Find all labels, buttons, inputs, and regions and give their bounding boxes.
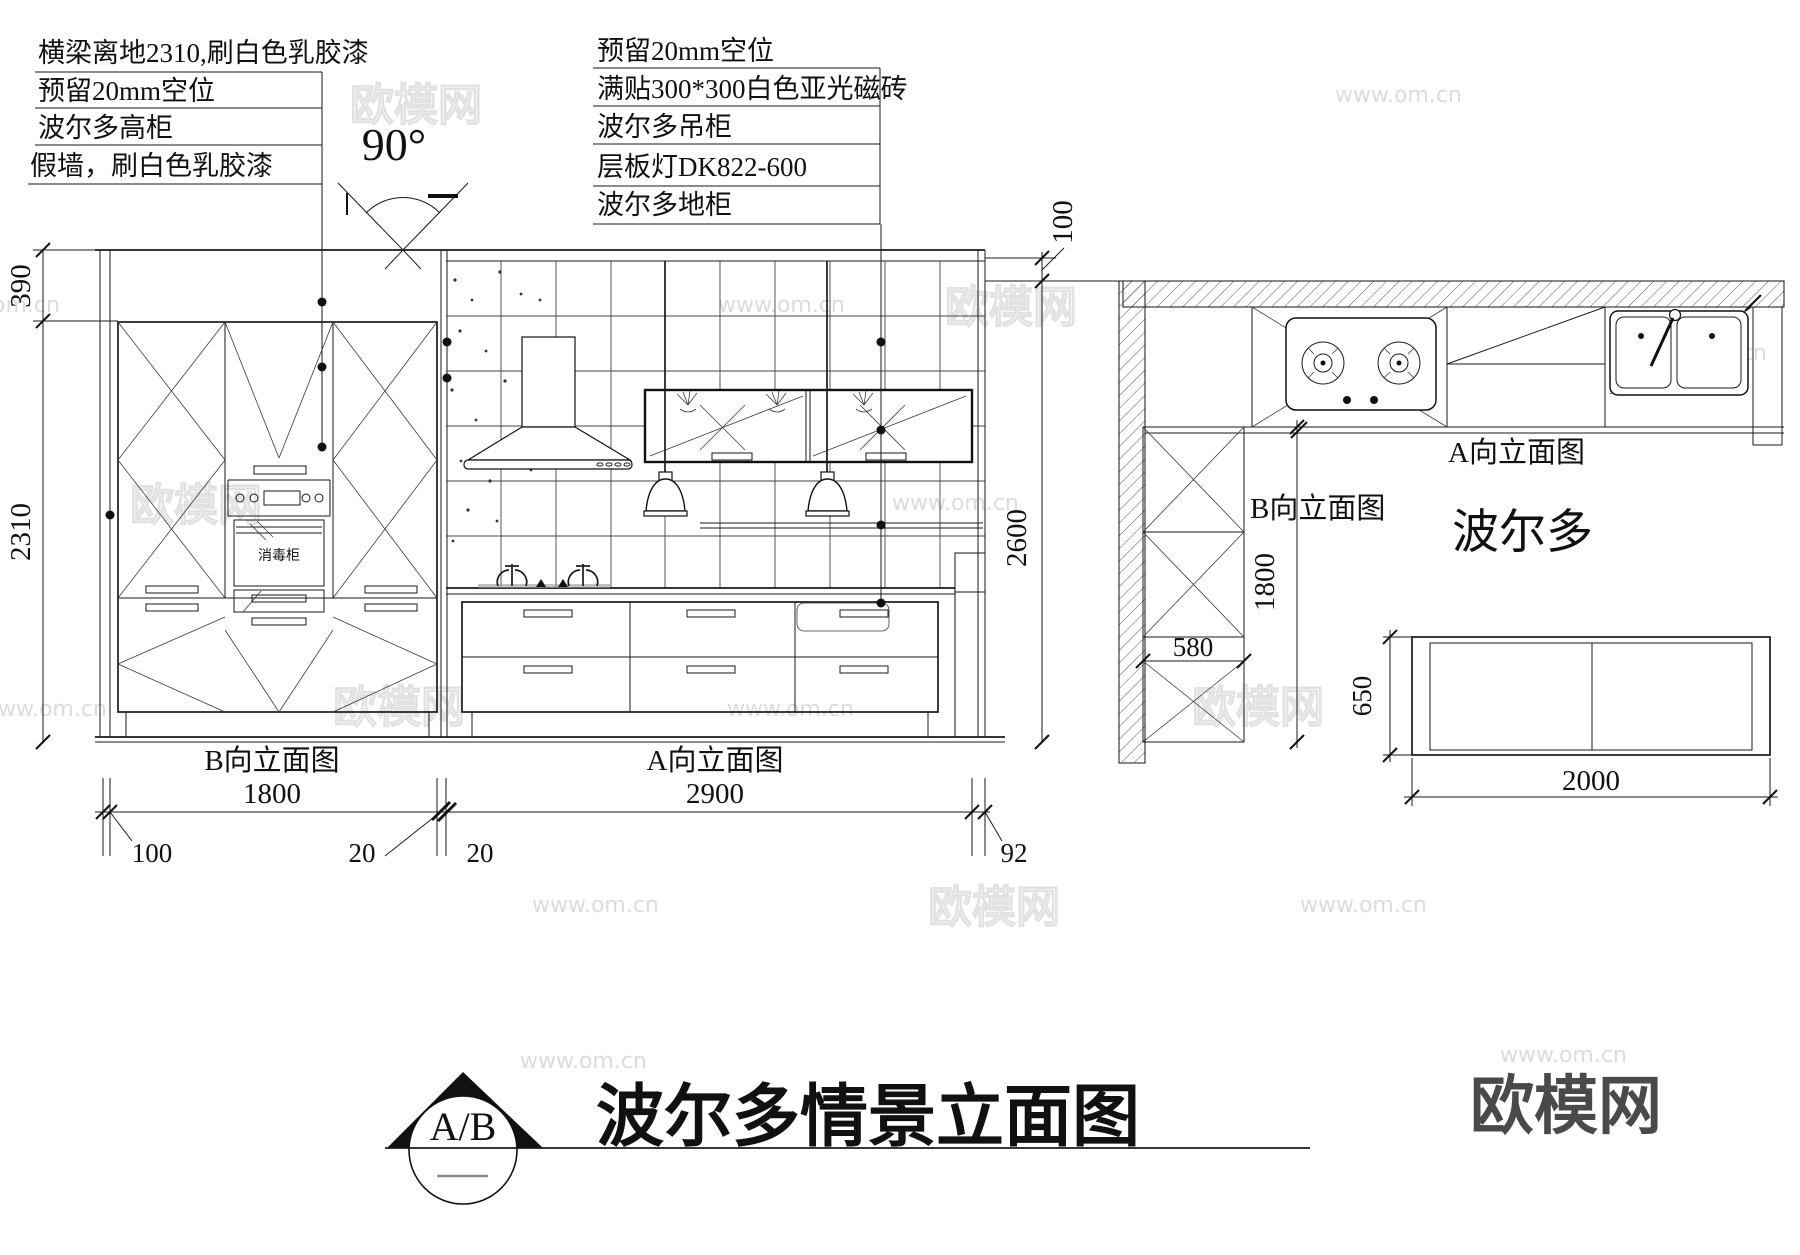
note-wall-cabinet: 波尔多吊柜 (597, 112, 732, 142)
dimension-bottom: B向立面图 A向立面图 1800 2900 100 20 20 92 (95, 744, 1028, 868)
watermark-url: www.om.cn (1335, 83, 1462, 108)
dim-2310: 2310 (5, 503, 37, 561)
watermark-url: www.om.cn (532, 893, 659, 918)
title-symbol-text: A/B (430, 1104, 497, 1149)
dim-2900-a: 2900 (686, 778, 744, 810)
base-cabinets (461, 601, 939, 737)
plan-dim-650: 650 (1347, 629, 1412, 763)
note-tile: 满贴300*300白色亚光磁砖 (597, 74, 908, 104)
range-hood (463, 336, 633, 470)
note-shelf-light: 层板灯DK822-600 (597, 152, 807, 182)
dim-580: 580 (1173, 632, 1214, 662)
built-in-oven (227, 465, 331, 517)
tall-cabinet-left-door-marks (117, 321, 226, 599)
dim-2600: 2600 (1001, 509, 1033, 567)
title-circle-symbol (408, 1095, 518, 1205)
note-fake-wall: 假墙，刷白色乳胶漆 (30, 151, 273, 181)
tall-cabinet-middle-door-marks (224, 321, 334, 459)
plan-series-name: 波尔多 (1452, 507, 1593, 559)
elevation-a-label: A向立面图 (647, 744, 784, 777)
watermark-layer: www.om.cn 欧模网 om.cn www.om.cn 欧模网 欧模网 ww… (0, 79, 1767, 1074)
note-gap: 预留20mm空位 (38, 76, 215, 106)
watermark-url: www.om.cn (1500, 1043, 1627, 1068)
plan-shelf (1446, 306, 1606, 365)
shelf-light-symbols (676, 390, 874, 413)
dim-650: 650 (1347, 676, 1377, 717)
watermark-url: www.om.cn (718, 293, 845, 318)
pendant-lamp-2 (805, 261, 850, 517)
note-base-cabinet: 波尔多地柜 (597, 190, 732, 220)
plan-view: 580 1800 B向立面图 A向立面图 波尔多 650 2000 (1118, 280, 1785, 806)
title-block: A/B 波尔多情景立面图 (385, 1072, 1310, 1205)
plan-dim-2000: 2000 (1404, 758, 1778, 806)
disinfection-cabinet: 消毒柜 (233, 519, 325, 613)
plan-b-column: 580 (1119, 426, 1252, 764)
elevation-a-drawing (442, 224, 986, 738)
elevation-b-drawing: 消毒柜 (95, 249, 985, 737)
tall-cabinet (117, 321, 438, 713)
dim-390: 390 (5, 264, 37, 308)
drawing-title: 波尔多情景立面图 (596, 1079, 1140, 1155)
watermark-url: www.om.cn (1300, 893, 1427, 918)
angle-annotation: 90° (337, 119, 469, 270)
center-leader (442, 224, 886, 608)
note-beam: 横梁离地2310,刷白色乳胶漆 (38, 38, 369, 68)
angle-value: 90° (362, 119, 426, 170)
dim-100-bottom: 100 (132, 838, 173, 868)
watermark-brand-outline: 欧模网 (928, 882, 1060, 933)
tall-cabinet-right-door-marks (332, 321, 438, 599)
notes-left: 横梁离地2310,刷白色乳胶漆 预留20mm空位 波尔多高柜 假墙，刷白色乳胶漆 (28, 38, 369, 452)
dim-20-b: 20 (467, 838, 494, 868)
plan-wall-top (1122, 280, 1785, 308)
watermark-url: www.om.cn (0, 697, 107, 722)
note-tall-cabinet: 波尔多高柜 (38, 113, 173, 143)
watermark-url: www.om.cn (892, 491, 1019, 516)
tall-cabinet-lower (117, 585, 438, 737)
dimension-left: 390 2310 (5, 242, 118, 750)
plan-cooktop (1285, 317, 1437, 411)
dim-20-a: 20 (349, 838, 376, 868)
watermark-brand-outline: 欧模网 (350, 80, 482, 131)
disinfection-cabinet-label: 消毒柜 (258, 548, 300, 564)
dim-1800-plan: 1800 (1249, 553, 1281, 611)
dim-100-top: 100 (1047, 200, 1079, 244)
note-gap-top: 预留20mm空位 (597, 36, 774, 66)
dimension-right: 100 2600 (985, 200, 1123, 750)
plan-sink (1609, 306, 1753, 396)
plan-label-a: A向立面图 (1448, 436, 1585, 469)
plan-wall-left (1118, 280, 1146, 764)
dim-2000: 2000 (1562, 765, 1620, 797)
watermark-brand-outline: 欧模网 (1192, 682, 1324, 733)
watermark-url: www.om.cn (727, 697, 854, 722)
watermark-brand-outline: 欧模网 (130, 480, 262, 531)
dim-92: 92 (1001, 838, 1028, 868)
watermark-brand-outline: 欧模网 (333, 682, 465, 733)
watermark-url: www.om.cn (520, 1049, 647, 1074)
wall-cabinets (643, 388, 974, 464)
site-logo: 欧模网 (1470, 1070, 1662, 1144)
plan-island (1411, 636, 1771, 756)
dim-1800-b: 1800 (243, 778, 301, 810)
notes-center: 预留20mm空位 满贴300*300白色亚光磁砖 波尔多吊柜 层板灯DK822-… (593, 36, 908, 225)
plan-dim-1800: 1800 (1249, 419, 1305, 750)
watermark-brand-outline: 欧模网 (945, 282, 1077, 333)
plan-label-b: B向立面图 (1250, 492, 1385, 525)
gas-burners (478, 564, 610, 588)
right-end-panel (954, 552, 986, 738)
sink-front-outline (796, 602, 890, 632)
elevation-b-label: B向立面图 (204, 744, 339, 777)
pendant-lamp-1 (643, 261, 688, 517)
watermark-partial: om.cn (0, 293, 60, 318)
